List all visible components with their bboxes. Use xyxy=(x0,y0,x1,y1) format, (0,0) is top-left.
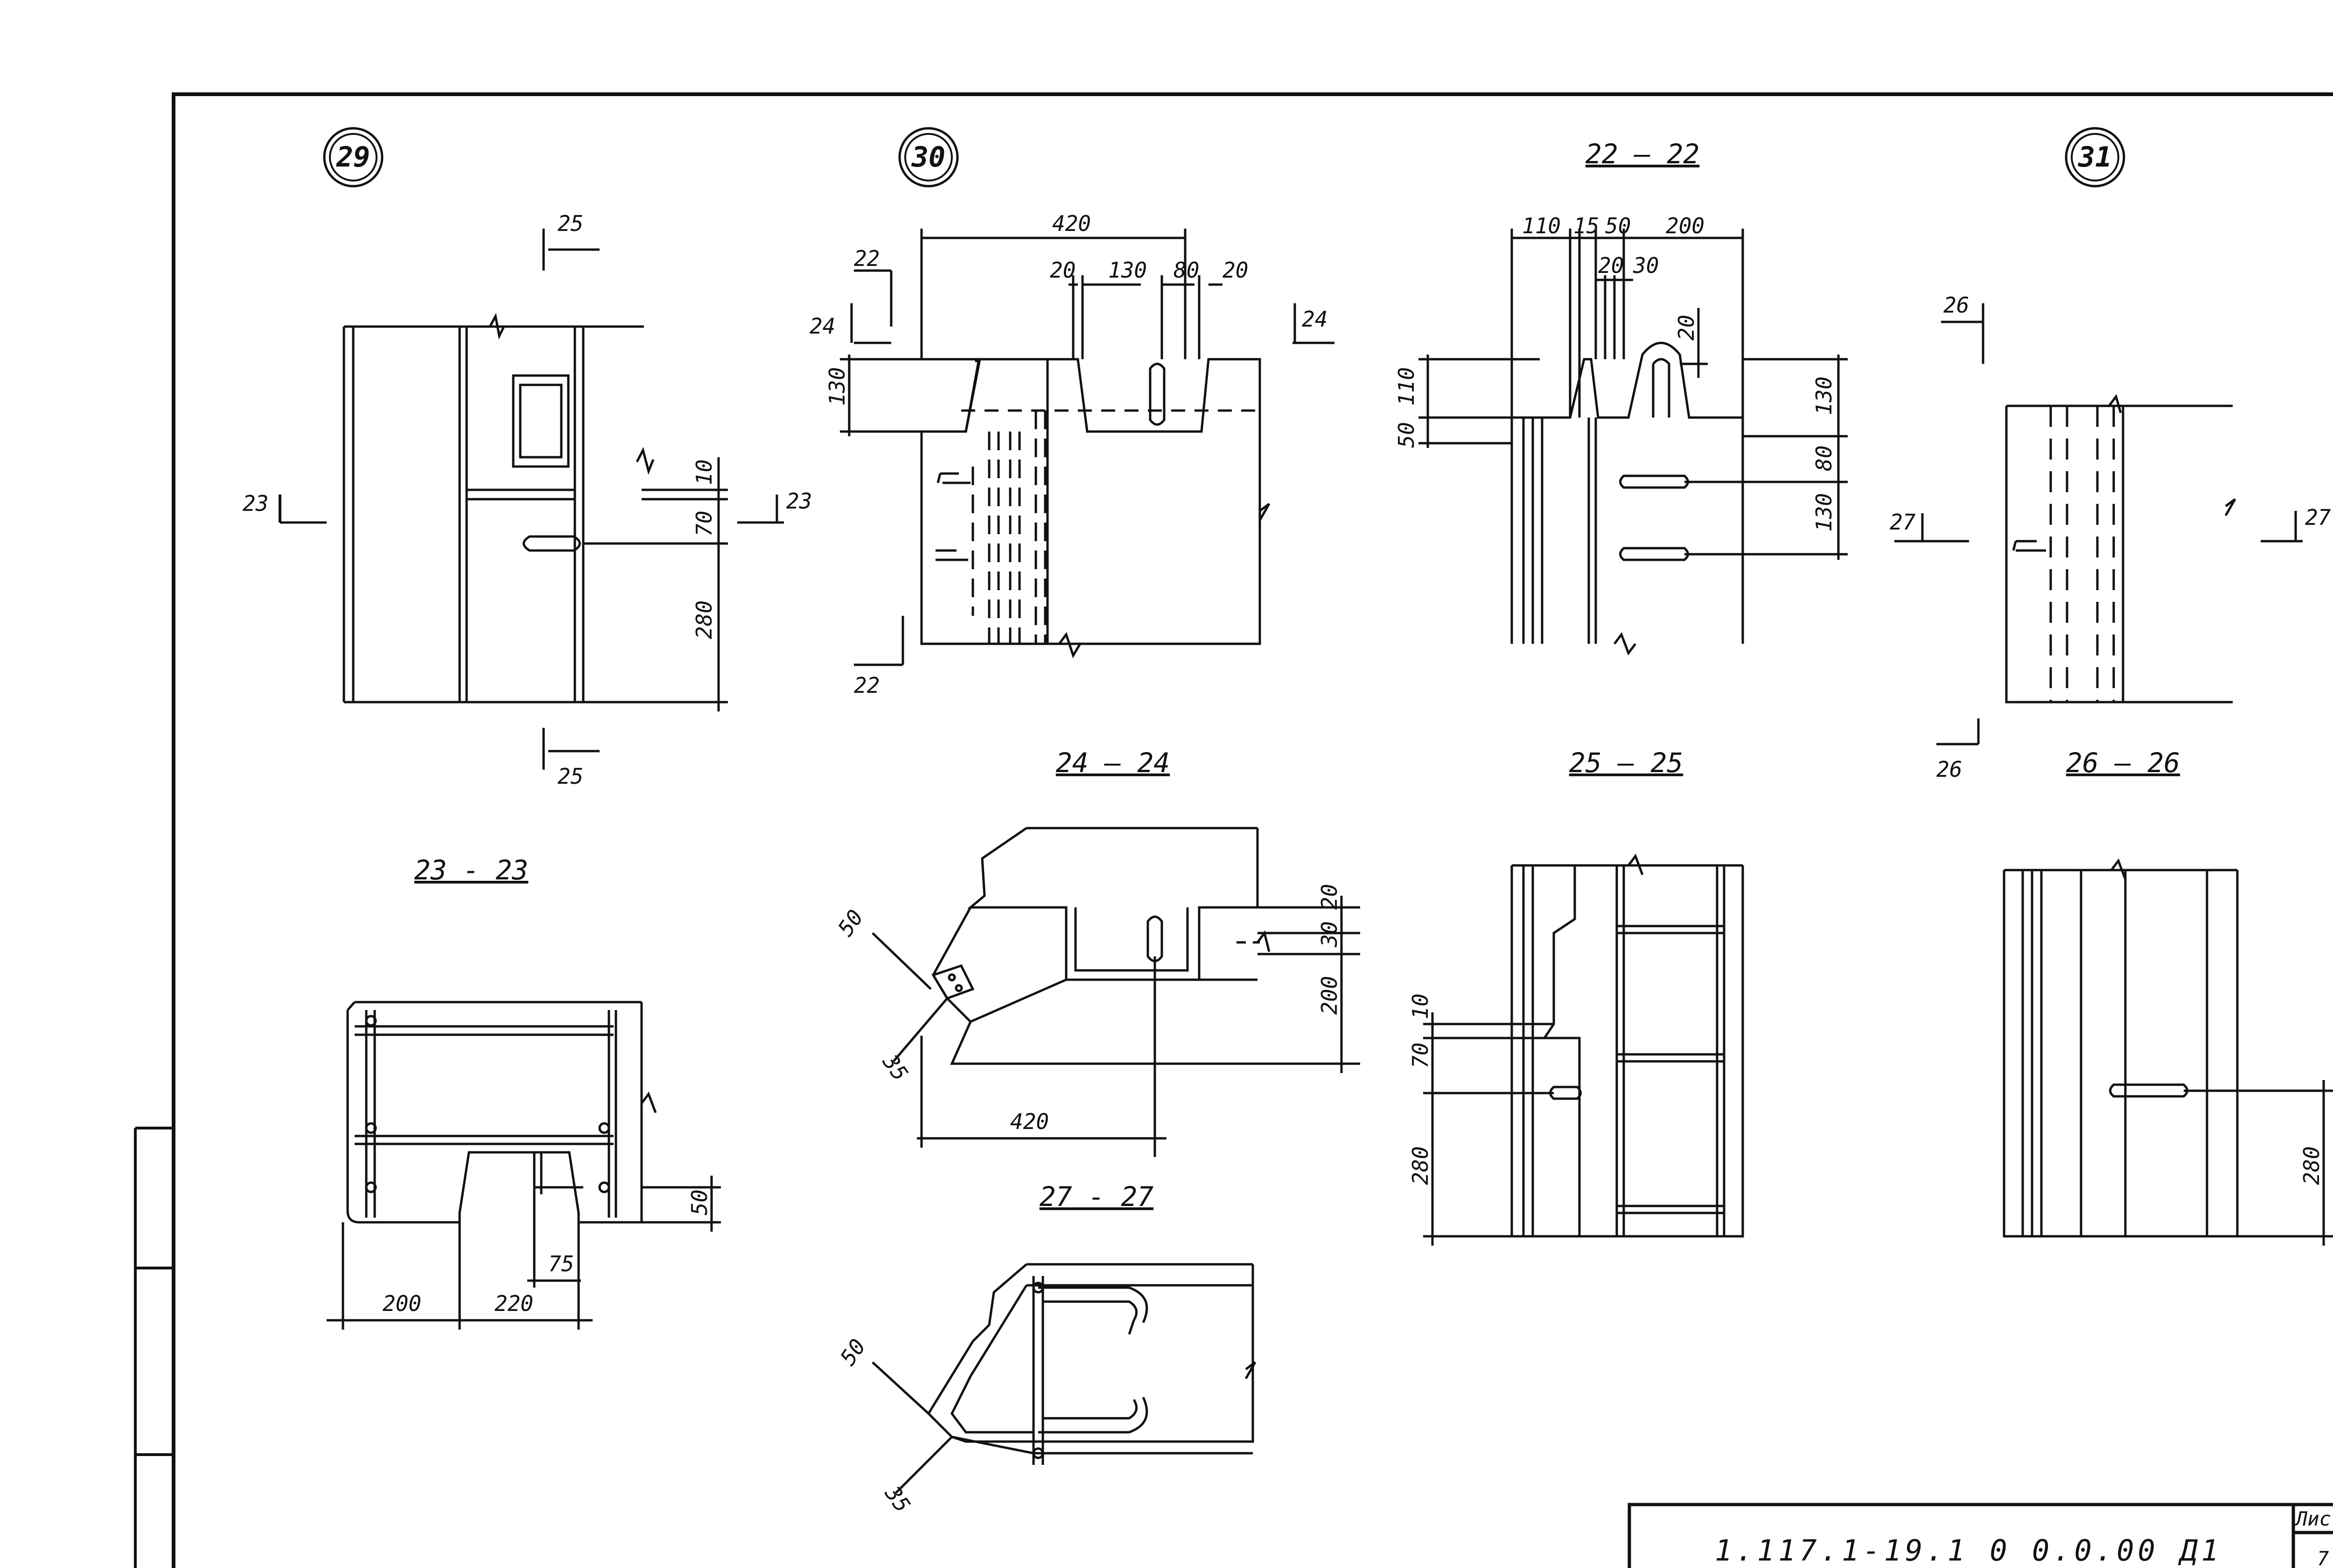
svg-text:26: 26 xyxy=(1943,293,1969,318)
svg-text:75: 75 xyxy=(548,1251,574,1276)
svg-text:20: 20 xyxy=(1222,258,1248,283)
node-marker xyxy=(898,127,959,188)
section-26-26: 26 — 26 280 xyxy=(2003,747,2333,1246)
svg-text:10: 10 xyxy=(1408,994,1433,1019)
svg-text:80: 80 xyxy=(1811,446,1837,471)
svg-text:280: 280 xyxy=(1408,1146,1433,1185)
sheet-frame xyxy=(134,92,2333,1568)
svg-text:27: 27 xyxy=(2305,505,2331,530)
svg-text:22: 22 xyxy=(854,673,880,698)
svg-text:20: 20 xyxy=(1317,884,1342,910)
svg-text:110: 110 xyxy=(1394,367,1419,406)
svg-text:30: 30 xyxy=(1633,253,1659,278)
node-29: 29 25 25 23 23 10 70 280 xyxy=(243,127,812,789)
svg-text:420: 420 xyxy=(1052,211,1091,236)
svg-text:130: 130 xyxy=(1811,376,1837,415)
svg-text:24: 24 xyxy=(1302,307,1327,332)
svg-text:200: 200 xyxy=(1317,976,1342,1015)
svg-text:27: 27 xyxy=(1890,509,1916,535)
svg-text:22: 22 xyxy=(854,246,880,271)
svg-text:200: 200 xyxy=(383,1291,421,1316)
section-24-24: 24 — 24 420 50 35 20 30 200 xyxy=(833,747,1360,1157)
section-22-22: 22 — 22 110 15 50 200 20 30 20 110 50 13… xyxy=(1394,138,1848,656)
svg-text:130: 130 xyxy=(1108,258,1147,283)
svg-text:20: 20 xyxy=(1050,258,1076,283)
svg-text:20: 20 xyxy=(1674,315,1699,341)
svg-text:50: 50 xyxy=(1605,213,1631,238)
node-30: 30 420 20 130 80 20 130 22 24 24 22 xyxy=(810,127,1334,698)
svg-text:30: 30 xyxy=(911,141,945,174)
svg-text:26: 26 xyxy=(1936,757,1962,782)
title-block: 1.117.1-19.1 0 0.0.00 Д1 Лист 7 xyxy=(1628,1503,2333,1568)
svg-text:130: 130 xyxy=(1811,493,1837,532)
svg-text:280: 280 xyxy=(2299,1146,2324,1185)
section-title: 22 — 22 xyxy=(1586,138,1699,170)
svg-text:23: 23 xyxy=(786,488,812,514)
svg-text:280: 280 xyxy=(692,600,717,639)
svg-text:50: 50 xyxy=(835,1334,871,1370)
svg-text:200: 200 xyxy=(1666,213,1704,238)
node-marker xyxy=(2065,127,2125,188)
document-code: 1.117.1-19.1 0 0.0.00 Д1 xyxy=(1715,1533,2222,1568)
svg-text:30: 30 xyxy=(1317,921,1342,948)
svg-text:20: 20 xyxy=(1598,253,1624,278)
sheet-label: Лист xyxy=(2294,1507,2333,1530)
svg-text:50: 50 xyxy=(833,905,868,941)
svg-text:130: 130 xyxy=(824,367,850,406)
dimension-label: 10 xyxy=(692,460,717,485)
sheet-number: 7 xyxy=(2317,1547,2329,1568)
svg-text:70: 70 xyxy=(692,511,717,537)
svg-text:35: 35 xyxy=(880,1481,915,1517)
svg-text:50: 50 xyxy=(687,1190,712,1215)
section-title: 24 — 24 xyxy=(1056,747,1170,779)
svg-text:35: 35 xyxy=(877,1050,913,1086)
svg-text:24: 24 xyxy=(810,314,835,339)
svg-text:50: 50 xyxy=(1394,422,1419,448)
svg-text:420: 420 xyxy=(1010,1109,1049,1134)
node-number: 29 xyxy=(336,141,370,174)
svg-text:31: 31 xyxy=(2078,141,2112,174)
node-marker xyxy=(323,127,384,188)
section-27-27: 27 - 27 50 35 xyxy=(835,1181,1257,1517)
svg-text:70: 70 xyxy=(1408,1043,1433,1068)
section-23-23: 23 - 23 200 220 75 50 xyxy=(327,854,721,1330)
svg-text:23: 23 xyxy=(243,491,268,516)
embedded-plate xyxy=(512,374,570,468)
svg-text:220: 220 xyxy=(495,1291,533,1316)
section-title: 25 — 25 xyxy=(1569,747,1683,779)
section-25-25: 25 — 25 10 70 280 xyxy=(1408,747,1744,1246)
node-31: 31 26 27 27 26 xyxy=(1890,127,2331,782)
section-title: 26 — 26 xyxy=(2066,747,2180,779)
section-title: 27 - 27 xyxy=(1040,1181,1154,1213)
svg-text:15: 15 xyxy=(1573,213,1599,238)
svg-text:25: 25 xyxy=(558,764,583,789)
svg-text:80: 80 xyxy=(1173,258,1199,283)
section-title: 23 - 23 xyxy=(414,854,528,886)
section-label: 25 xyxy=(558,211,583,236)
svg-text:110: 110 xyxy=(1522,213,1561,238)
